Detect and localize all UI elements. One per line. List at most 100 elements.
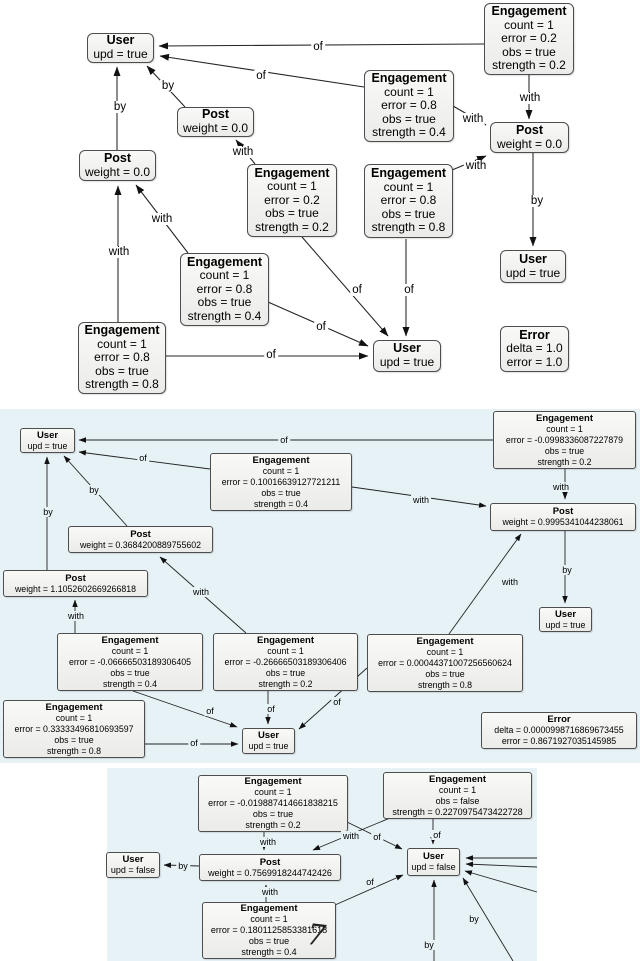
node-attribute: upd = false bbox=[411, 862, 456, 872]
node-title: Engagement bbox=[244, 776, 302, 787]
node-title: Post bbox=[515, 122, 544, 137]
node-attribute: count = 1 bbox=[383, 179, 434, 194]
node-attribute: error = 0.2 bbox=[501, 31, 557, 46]
node-title: Engagement bbox=[371, 71, 447, 86]
node-attribute: count = 1 bbox=[267, 179, 317, 194]
node-attribute: upd = false bbox=[110, 865, 156, 875]
node-attribute: count = 1 bbox=[250, 914, 288, 924]
edge-label-by: by bbox=[176, 861, 190, 871]
node-attribute: count = 1 bbox=[384, 84, 434, 99]
node-attribute: count = 1 bbox=[267, 645, 304, 656]
edge-label-with: with bbox=[460, 113, 486, 125]
node-attribute: error = 0.10016639127721211 bbox=[221, 476, 341, 487]
node-title: User bbox=[393, 341, 421, 356]
node-title: User bbox=[519, 251, 547, 266]
node-attribute: error = 0.2 bbox=[264, 192, 320, 207]
edge-label-of: of bbox=[314, 321, 328, 333]
node-attribute: obs = true bbox=[382, 111, 436, 126]
node-attribute: strength = 0.8 bbox=[46, 745, 102, 756]
node-attribute: weight = 0.0 bbox=[496, 136, 563, 151]
node-attribute: strength = 0.2 bbox=[537, 456, 592, 467]
node-attribute: error = -0.06666503189306405 bbox=[68, 656, 192, 667]
node-title: User bbox=[36, 429, 59, 441]
node-attribute: error = 0.8 bbox=[196, 281, 253, 296]
edge-label-of: of bbox=[204, 706, 216, 716]
node-attribute: obs = true bbox=[248, 936, 290, 946]
edge-label-of: of bbox=[265, 704, 277, 714]
node-title: Error bbox=[547, 714, 571, 725]
node-attribute: weight = 0.9995341044238061 bbox=[502, 517, 624, 527]
edge-label-with: with bbox=[259, 887, 281, 897]
node-attribute: error = 0.33333496810693597 bbox=[14, 723, 134, 734]
edge-label-with: with bbox=[106, 246, 132, 258]
node-title: Engagement bbox=[370, 166, 446, 181]
edge-label-by: by bbox=[528, 195, 546, 207]
node-attribute: strength = 0.4 bbox=[253, 498, 309, 509]
node-attribute: count = 1 bbox=[438, 784, 477, 795]
node-attribute: count = 1 bbox=[97, 336, 147, 351]
node-attribute: obs = true bbox=[261, 487, 301, 498]
edge-label-by: by bbox=[560, 565, 574, 575]
node-title: Engagement bbox=[84, 323, 160, 338]
node-attribute: strength = 0.4 bbox=[187, 308, 262, 323]
node-attribute: upd = true bbox=[505, 265, 561, 280]
node-attribute: strength = 0.4 bbox=[241, 947, 297, 957]
node-attribute: strength = 0.8 bbox=[85, 377, 159, 392]
node-attribute: weight = 0.0 bbox=[84, 164, 151, 179]
edge-label-of: of bbox=[371, 832, 383, 842]
node-attribute: obs = true bbox=[110, 667, 150, 678]
node-attribute: error = -0.019887414661838215 bbox=[208, 798, 338, 808]
node-attribute: error = 0.1801125853381618 bbox=[210, 925, 328, 935]
node-attribute: error = 0.8 bbox=[381, 98, 437, 113]
node-attribute: strength = 0.4 bbox=[372, 125, 446, 140]
handwritten-mark: 7 bbox=[305, 917, 328, 954]
edge-label-by: by bbox=[111, 101, 129, 113]
node-attribute: delta = 0.0000998716869673455 bbox=[494, 725, 624, 735]
node-attribute: obs = true bbox=[265, 206, 319, 221]
node-title: Engagement bbox=[252, 454, 310, 466]
node-attribute: count = 1 bbox=[55, 712, 93, 723]
node-attribute: weight = 0.3684200889755602 bbox=[79, 539, 202, 550]
node-attribute: count = 1 bbox=[254, 787, 292, 797]
node-title: User bbox=[554, 608, 577, 620]
edge-label-with: with bbox=[149, 213, 175, 225]
node-title: Post bbox=[552, 506, 574, 517]
edge-label-of: of bbox=[188, 738, 200, 748]
node-title: Engagement bbox=[428, 773, 486, 785]
edge-label-of: of bbox=[402, 284, 416, 296]
node-title: User bbox=[122, 854, 144, 865]
node-attribute: error = -0.0998336087227879 bbox=[505, 434, 624, 445]
edge-label-with: with bbox=[499, 577, 521, 587]
node-title: Engagement bbox=[491, 4, 567, 19]
node-title: Engagement bbox=[254, 165, 330, 180]
node-attribute: weight = 0.0 bbox=[182, 121, 249, 135]
node-attribute: strength = 0.8 bbox=[371, 220, 446, 235]
node-title: Error bbox=[519, 327, 550, 342]
node-title: User bbox=[257, 730, 280, 741]
edge-label-with: with bbox=[257, 837, 279, 847]
edge-label-with: with bbox=[517, 92, 543, 104]
node-attribute: obs = true bbox=[381, 206, 436, 221]
edge-label-of: of bbox=[264, 349, 278, 361]
node-attribute: error = -0.26666503189306406 bbox=[224, 656, 347, 667]
node-title: Post bbox=[259, 856, 281, 868]
